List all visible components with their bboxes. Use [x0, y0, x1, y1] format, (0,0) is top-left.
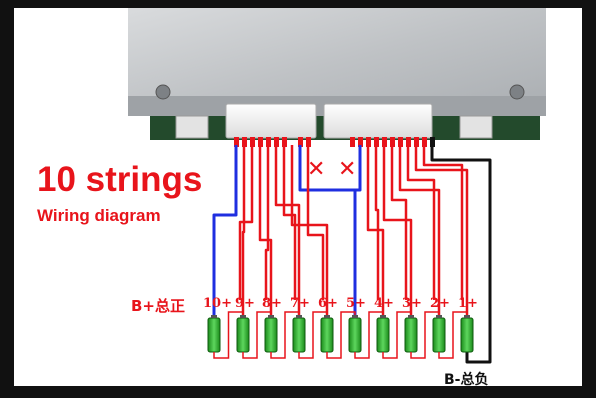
cell-series-link: [242, 311, 272, 359]
connector-pin: [422, 137, 427, 147]
connector-pin: [250, 137, 255, 147]
cross-mark-right: ✕: [338, 157, 356, 182]
cell-series-link: [298, 311, 328, 359]
connector-pin: [390, 137, 395, 147]
cell-series-link: [354, 311, 384, 359]
battery-cell-terminal: [352, 315, 358, 318]
battery-cell-terminal: [211, 315, 217, 318]
wire-2-branch: [406, 145, 436, 300]
wire-9-branch: [238, 145, 254, 300]
connector-pin: [306, 137, 311, 147]
connector-pin: [382, 137, 387, 147]
battery-cell-terminal: [296, 315, 302, 318]
terminal-label: 10+: [203, 296, 232, 311]
wire-6-plus: [290, 145, 329, 318]
wire-b-minus: [430, 145, 492, 364]
wire-4-plus: [366, 145, 385, 318]
connector-pin: [430, 137, 435, 147]
battery-cells: [207, 311, 474, 359]
battery-cell: [320, 317, 334, 353]
connector-pin: [406, 137, 411, 147]
b-plus-label: B+总正: [131, 297, 186, 315]
connector-pin: [366, 137, 371, 147]
connector-pin: [242, 137, 247, 147]
screw-right: [509, 84, 525, 100]
battery-cell: [348, 317, 362, 353]
connector-pin: [282, 137, 287, 147]
comm-connector-left: [175, 115, 209, 139]
wire-7-branch: [282, 145, 297, 300]
cell-series-link: [382, 311, 412, 359]
cell-series-link: [410, 311, 440, 359]
terminal-label: 7+: [290, 296, 310, 311]
battery-cell-terminal: [436, 315, 442, 318]
battery-cell: [207, 317, 221, 353]
diagram-title: 10 strings: [37, 160, 203, 199]
battery-cell: [236, 317, 250, 353]
comm-connector-right: [459, 115, 493, 139]
diagram-subtitle: Wiring diagram: [37, 206, 161, 225]
wire-9-plus: [241, 145, 246, 318]
battery-cell: [432, 317, 446, 353]
wire-1-branch: [422, 145, 464, 300]
terminal-label: 9+: [235, 296, 255, 311]
wire-harness: [212, 137, 492, 364]
cross-mark-left: ✕: [307, 157, 325, 182]
cell-series-link: [213, 311, 244, 359]
connector-pin: [266, 137, 271, 147]
terminal-label: 4+: [374, 296, 394, 311]
connector-pin: [398, 137, 403, 147]
wire-2-plus: [398, 145, 441, 318]
battery-cell: [376, 317, 390, 353]
terminal-label: 6+: [318, 296, 338, 311]
battery-cell-terminal: [324, 315, 330, 318]
wire-7-plus: [274, 145, 301, 318]
battery-cell-terminal: [240, 315, 246, 318]
b-minus-label: B-总负: [444, 372, 489, 388]
terminal-label: 8+: [262, 296, 282, 311]
battery-cell-terminal: [268, 315, 274, 318]
battery-cell-terminal: [464, 315, 470, 318]
wire-4-branch: [374, 145, 380, 300]
connector-pin: [358, 137, 363, 147]
terminal-label: 2+: [430, 296, 450, 311]
battery-cell: [292, 317, 306, 353]
wire-5-loop-blue: [350, 145, 362, 192]
connector-pin: [298, 137, 303, 147]
cell-series-link: [326, 311, 356, 359]
cell-series-link: [438, 311, 468, 359]
balance-connector-left: [225, 103, 317, 139]
wire-6-branch: [306, 145, 325, 300]
balance-connector-right: [323, 103, 433, 139]
terminal-label: 1+: [458, 296, 478, 311]
cell-series-link: [270, 311, 300, 359]
screw-left: [155, 84, 171, 100]
connector-pin: [374, 137, 379, 147]
battery-cell: [460, 317, 474, 353]
connector-pin: [258, 137, 263, 147]
connector-pin: [350, 137, 355, 147]
terminal-label: 5+: [346, 296, 366, 311]
battery-cell: [404, 317, 418, 353]
battery-cell-terminal: [380, 315, 386, 318]
wire-1-plus: [414, 145, 469, 318]
connector-pin: [234, 137, 239, 147]
wire-8-plus: [258, 145, 273, 318]
wire-3-plus: [382, 145, 413, 318]
wire-8-branch: [264, 145, 270, 300]
wire-3-branch: [390, 145, 408, 300]
wire-10-plus: [212, 145, 238, 318]
connector-pin: [414, 137, 419, 147]
battery-cell: [264, 317, 278, 353]
battery-cell-terminal: [408, 315, 414, 318]
terminal-label: 3+: [402, 296, 422, 311]
connector-pin: [274, 137, 279, 147]
wire-5-plus-blue: [298, 145, 357, 318]
